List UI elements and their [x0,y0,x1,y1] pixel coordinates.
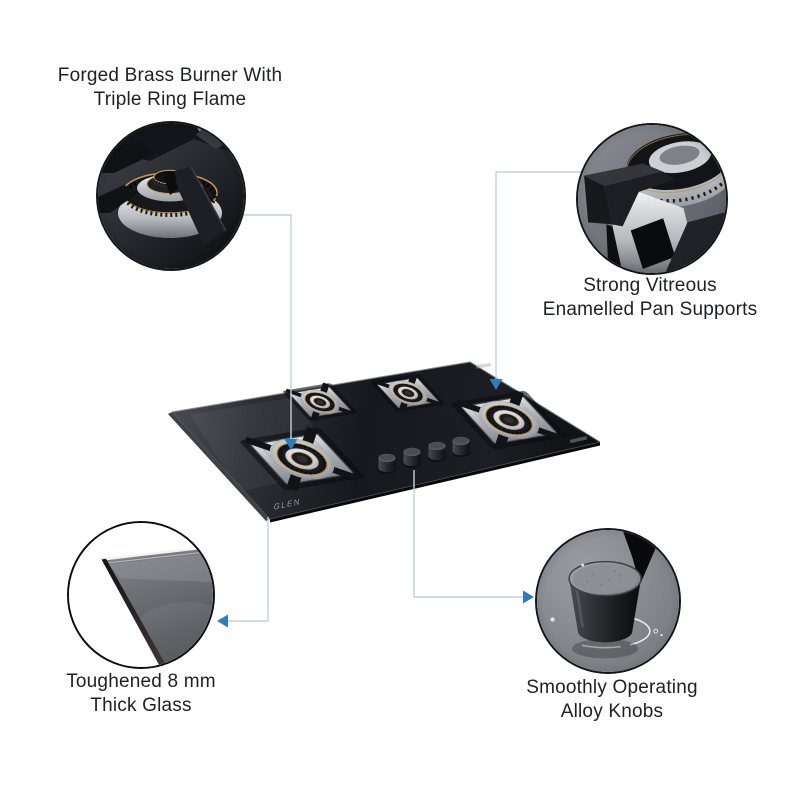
connector-bottom-left [228,517,269,622]
caption-forged-brass-burner: Forged Brass Burner With Triple Ring Fla… [0,64,340,111]
feature-image-pan-support [576,123,728,275]
control-knobs [378,436,470,474]
arrow-down-icon [489,379,503,390]
feature-image-triple-ring-burner [96,121,246,271]
caption-line-1: Forged Brass Burner With [57,65,283,86]
caption-pan-supports: Strong Vitreous Enamelled Pan Supports [480,274,800,321]
connector-top-left [242,214,292,439]
knob-closeup-photo [537,530,679,672]
arrow-right-icon [523,590,534,604]
feature-image-alloy-knob [535,528,681,674]
glass-edge-closeup-photo [69,523,213,667]
caption-line-2: Alloy Knobs [560,700,664,722]
caption-line-1: Strong Vitreous [583,275,717,296]
caption-line-1: Toughened 8 mm [66,671,216,692]
caption-line-2: Triple Ring Flame [93,88,247,110]
feature-image-glass-edge [67,521,215,669]
caption-line-2: Thick Glass [90,694,192,716]
caption-line-1: Smoothly Operating [526,677,698,698]
connector-arrows [217,379,534,628]
arrow-down-icon [284,439,298,450]
gas-hob-photo: GLEN [168,361,601,523]
caption-line-2: Enamelled Pan Supports [542,298,758,320]
glass-thickness-edge [101,558,168,667]
caption-alloy-knobs: Smoothly Operating Alloy Knobs [442,676,782,723]
back-edge-marking [475,362,492,369]
model-marking [569,436,588,444]
arrow-left-icon [217,614,228,628]
connector-top-right [495,171,583,379]
caption-toughened-glass: Toughened 8 mm Thick Glass [0,670,311,717]
glass-sheet [101,546,213,667]
connector-bottom-right [413,470,523,598]
connector-lines [228,171,583,622]
burner-closeup-photo [98,123,244,269]
pan-support-closeup-photo [578,125,726,273]
